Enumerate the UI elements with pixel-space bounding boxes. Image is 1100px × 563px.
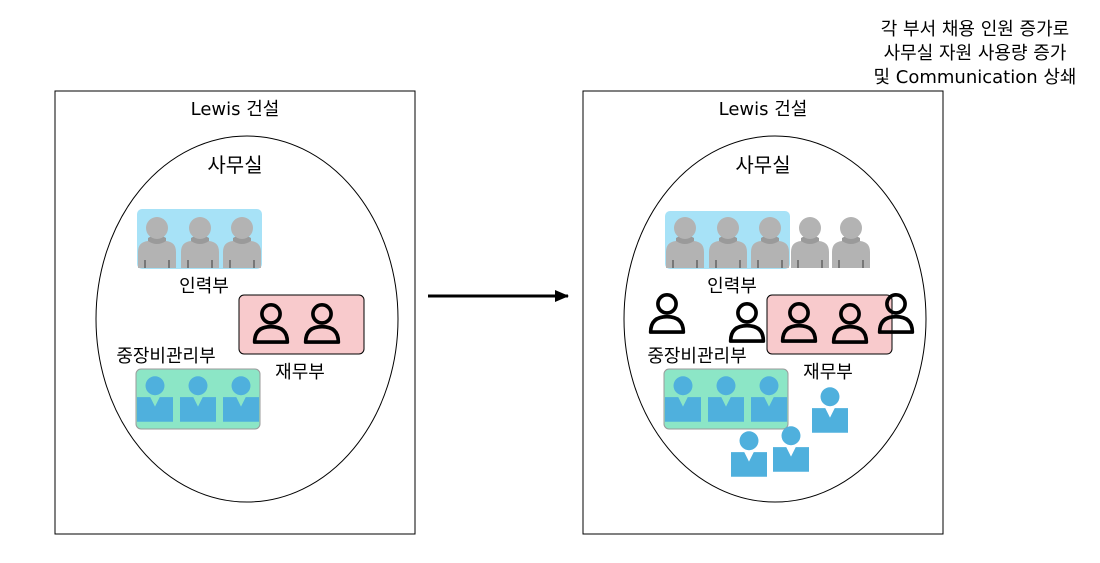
annotation-note: 각 부서 채용 인원 증가로 사무실 자원 사용량 증가 및 Communica… <box>874 19 1077 88</box>
before-panel: Lewis 건설 사무실 인력부 재무부 중장비관리부 <box>54 90 416 535</box>
note-line-2: 사무실 자원 사용량 증가 <box>884 43 1067 64</box>
finance-group-box <box>766 294 893 355</box>
after-panel: Lewis 건설 사무실 인력부 재무부 중장비관리부 <box>582 90 944 535</box>
equipment-dept-label: 중장비관리부 <box>647 346 746 367</box>
note-line-3: 및 Communication 상쇄 <box>874 67 1077 88</box>
hr-dept-label: 인력부 <box>179 276 229 297</box>
company-label: Lewis 건설 <box>719 99 808 120</box>
equipment-dept-label: 중장비관리부 <box>116 346 215 367</box>
note-line-1: 각 부서 채용 인원 증가로 <box>881 19 1070 40</box>
company-label: Lewis 건설 <box>191 99 280 120</box>
hr-dept-label: 인력부 <box>707 276 757 297</box>
office-label: 사무실 <box>735 153 790 177</box>
finance-dept-label: 재무부 <box>803 362 853 383</box>
finance-group-box <box>238 294 365 355</box>
finance-dept-label: 재무부 <box>275 362 325 383</box>
office-label: 사무실 <box>207 153 262 177</box>
